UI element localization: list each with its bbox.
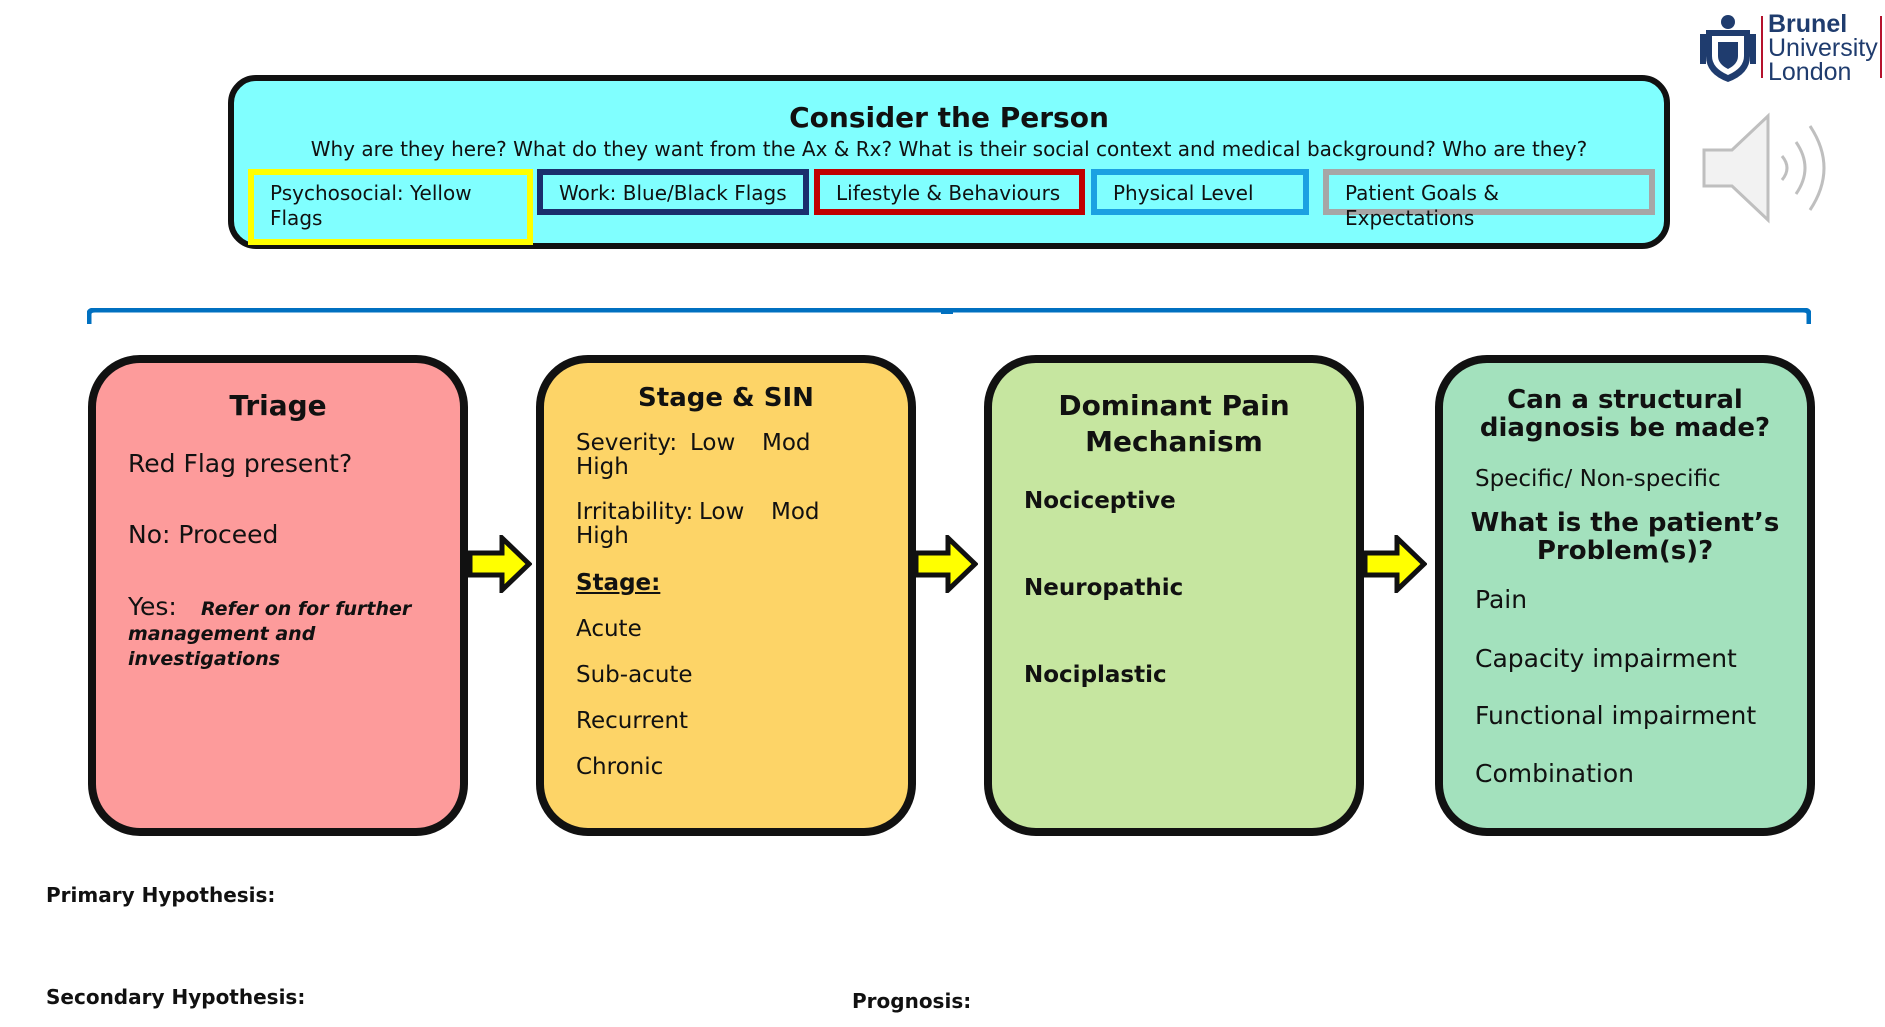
university-crest-icon	[1700, 15, 1756, 82]
stage-item: Sub-acute	[576, 662, 693, 688]
patient-goals-box: Patient Goals & Expectations	[1323, 169, 1655, 230]
severity-mod: Mod	[762, 430, 811, 456]
stage-item: Recurrent	[576, 708, 689, 734]
triage-box: Triage Red Flag present? No: Proceed Yes…	[88, 355, 468, 836]
yellow-flags-box: Psychosocial: Yellow Flags	[248, 169, 533, 245]
no-proceed: No: Proceed	[128, 520, 279, 549]
brunel-logo: Brunel University London	[1698, 10, 1883, 86]
severity-high: High	[576, 454, 629, 480]
severity-label: Severity:	[576, 430, 678, 456]
patient-problem-line2: Problem(s)?	[1536, 536, 1714, 566]
problem-item: Capacity impairment	[1475, 644, 1737, 673]
stage-sin-title: Stage & SIN	[638, 383, 814, 413]
logo-line-london: London	[1768, 58, 1852, 86]
triage-title: Triage	[229, 389, 327, 422]
structural-title-line2: diagnosis be made?	[1479, 413, 1771, 443]
pain-mechanism-item: Nociplastic	[1024, 662, 1167, 688]
severity-low: Low	[690, 430, 736, 456]
secondary-hypothesis-label: Secondary Hypothesis:	[46, 985, 306, 1009]
irritability-high: High	[576, 523, 629, 549]
refer-on-text: Refer on for further management and inve…	[128, 598, 412, 670]
primary-hypothesis-label: Primary Hypothesis:	[46, 883, 276, 907]
problem-item: Combination	[1475, 759, 1634, 788]
stage-item: Acute	[576, 616, 642, 642]
specific-nonspecific: Specific/ Non-specific	[1475, 466, 1721, 492]
stage-label: Stage:	[576, 570, 661, 596]
arrow-right-icon	[1363, 535, 1427, 593]
stage-sin-box: Stage & SIN Severity: Low Mod High Irrit…	[536, 355, 916, 836]
structural-diagnosis-box: Can a structural diagnosis be made? Spec…	[1435, 355, 1815, 836]
speaker-icon[interactable]	[1700, 108, 1845, 228]
consider-person-subtitle: Why are they here? What do they want fro…	[310, 137, 1588, 161]
arrow-right-icon	[914, 535, 978, 593]
pain-mechanism-item: Neuropathic	[1024, 575, 1184, 601]
prognosis-label: Prognosis:	[852, 989, 972, 1013]
pain-mechanism-box: Dominant Pain Mechanism Nociceptive Neur…	[984, 355, 1364, 836]
pain-title-line1: Dominant Pain	[1058, 389, 1290, 422]
irritability-label: Irritability:	[576, 499, 694, 525]
logo-line-university: University	[1768, 34, 1878, 62]
stage-item: Chronic	[576, 754, 664, 780]
irritability-low: Low	[699, 499, 745, 525]
irritability-mod: Mod	[771, 499, 820, 525]
pain-mechanism-item: Nociceptive	[1024, 488, 1176, 514]
consider-person-title: Consider the Person	[789, 101, 1109, 134]
blue-black-flags-box: Work: Blue/Black Flags	[537, 169, 809, 215]
arrow-right-icon	[468, 535, 532, 593]
structural-title-line1: Can a structural	[1507, 385, 1743, 415]
lifestyle-behaviours-box: Lifestyle & Behaviours	[814, 169, 1085, 215]
red-flag-question: Red Flag present?	[128, 449, 353, 478]
physical-level-box: Physical Level	[1091, 169, 1309, 215]
yes-label: Yes:	[128, 592, 177, 621]
problem-item: Pain	[1475, 585, 1528, 614]
logo-line-brunel: Brunel	[1768, 10, 1848, 38]
problem-item: Functional impairment	[1475, 701, 1757, 730]
consider-person-panel: Consider the Person Why are they here? W…	[228, 75, 1670, 249]
pain-title-line2: Mechanism	[1085, 425, 1263, 458]
connector-bracket	[87, 308, 1811, 324]
patient-problem-line1: What is the patient’s	[1470, 508, 1780, 538]
